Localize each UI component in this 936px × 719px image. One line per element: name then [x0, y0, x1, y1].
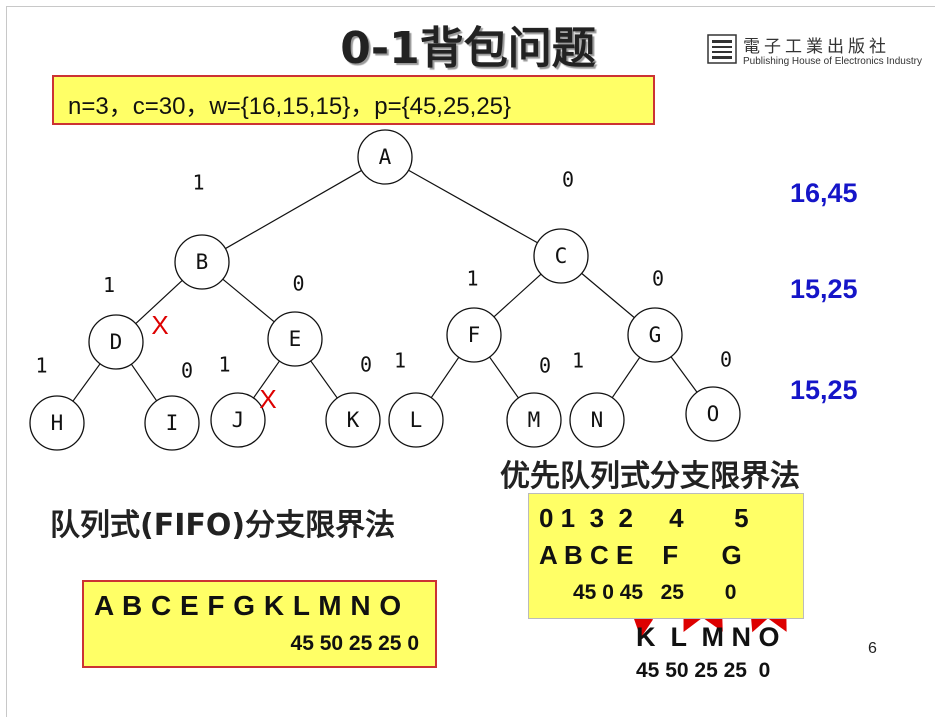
publisher-block: 電子工業出版社 Publishing House of Electronics …	[707, 32, 927, 72]
tree-edge-F-L	[430, 356, 460, 399]
tree-node-L	[388, 392, 444, 448]
priority-leaf-values: 45 50 25 25 0	[636, 659, 771, 682]
edge-label-C-F: 1	[466, 267, 478, 291]
edge-label-F-M: 0	[539, 354, 551, 378]
slide-title: 0-1背包问题	[340, 23, 596, 74]
tree-node-N	[569, 392, 625, 448]
tree-node-label-A: A	[379, 145, 392, 169]
edge-label-D-I: 0	[181, 359, 193, 383]
tree-node-label-C: C	[555, 244, 568, 268]
tree-nodes: A B C D E F G H I J K L M N O	[29, 129, 741, 451]
tree-node-F	[446, 307, 502, 363]
tree-node-G	[627, 307, 683, 363]
priority-heading: 优先队列式分支限界法	[500, 459, 800, 494]
tree-node-label-J: J	[232, 408, 245, 432]
priority-leaf-row: K L M N O	[636, 622, 780, 652]
edge-label-G-O: 0	[720, 348, 732, 372]
tree-node-A	[357, 129, 413, 185]
priority-node-row: A B C E F G	[539, 540, 742, 570]
tree-edge-E-K	[310, 360, 338, 399]
slide-frame	[6, 6, 935, 717]
tree-edge-G-N	[611, 356, 641, 399]
edge-label-B-D: 1	[103, 273, 115, 297]
tree-edge-G-O	[670, 356, 698, 393]
edge-label-E-J: 1	[218, 353, 230, 377]
fifo-heading: 队列式(FIFO)分支限界法	[50, 508, 396, 543]
tree-node-label-K: K	[347, 408, 360, 432]
tree-node-label-M: M	[528, 408, 541, 432]
tree-node-label-N: N	[591, 408, 604, 432]
priority-order-row: 0 1 3 2 4 5	[539, 503, 749, 533]
tree-edge-D-I	[130, 363, 158, 402]
edge-label-C-G: 0	[652, 267, 664, 291]
tree-edge-F-M	[489, 356, 519, 399]
tree-edge-D-H	[72, 363, 101, 402]
tree-node-I	[144, 395, 200, 451]
tree-node-D	[88, 314, 144, 370]
tree-node-label-E: E	[289, 327, 302, 351]
edge-label-A-B: 1	[192, 171, 204, 195]
priority-box: 0 1 3 2 4 5 A B C E F G 45 0 45 25 0	[528, 493, 804, 619]
level-label-3: 15,25	[790, 375, 858, 405]
page-number: 6	[868, 640, 877, 657]
tree-edge-C-G	[581, 272, 635, 319]
publisher-name-cn: 電子工業出版社	[743, 37, 890, 57]
tree-node-label-F: F	[468, 323, 481, 347]
tree-node-label-I: I	[166, 411, 179, 435]
tree-node-B	[174, 234, 230, 290]
prune-mark-B-D: X	[151, 310, 168, 340]
tree-edge-A-B	[225, 169, 362, 250]
tree-node-label-H: H	[51, 411, 64, 435]
tree-node-label-L: L	[410, 408, 423, 432]
tree-edge-E-J	[253, 360, 280, 399]
tree-node-J	[210, 392, 266, 448]
tree-edge-B-D	[135, 279, 183, 325]
tree-node-E	[267, 311, 323, 367]
tree-edge-B-E	[222, 278, 275, 323]
tree-edges	[72, 169, 698, 402]
tree-edge-A-C	[408, 169, 538, 244]
tree-node-label-B: B	[196, 250, 209, 274]
level-label-2: 15,25	[790, 274, 858, 304]
edge-label-A-C: 0	[562, 168, 574, 192]
level-label-1: 16,45	[790, 178, 858, 208]
publisher-name-en: Publishing House of Electronics Industry	[743, 56, 922, 67]
fifo-sequence: A B C E F G K L M N O	[94, 590, 402, 621]
edge-label-B-E: 0	[292, 272, 304, 296]
publisher-logo-icon	[707, 34, 737, 64]
tree-node-C	[533, 228, 589, 284]
fifo-values: 45 50 25 25 0	[290, 632, 419, 655]
tree-node-O	[685, 386, 741, 442]
params-box: n=3，c=30，w={16,15,15}，p={45,25,25}	[52, 75, 655, 125]
tree-node-label-G: G	[649, 323, 662, 347]
fifo-box: A B C E F G K L M N O 45 50 25 25 0	[82, 580, 437, 668]
tree-node-K	[325, 392, 381, 448]
tree-node-H	[29, 395, 85, 451]
priority-value-row: 45 0 45 25 0	[573, 581, 737, 604]
tree-edge-C-F	[493, 273, 542, 318]
prune-mark-E-J: X	[259, 384, 276, 414]
edge-label-E-K: 0	[360, 353, 372, 377]
tree-node-M	[506, 392, 562, 448]
edge-label-G-N: 1	[572, 349, 584, 373]
edge-label-F-L: 1	[394, 349, 406, 373]
tree-node-label-O: O	[707, 402, 720, 426]
prune-marks: XX	[151, 310, 276, 414]
tree-node-label-D: D	[110, 330, 123, 354]
edge-label-D-H: 1	[35, 354, 47, 378]
